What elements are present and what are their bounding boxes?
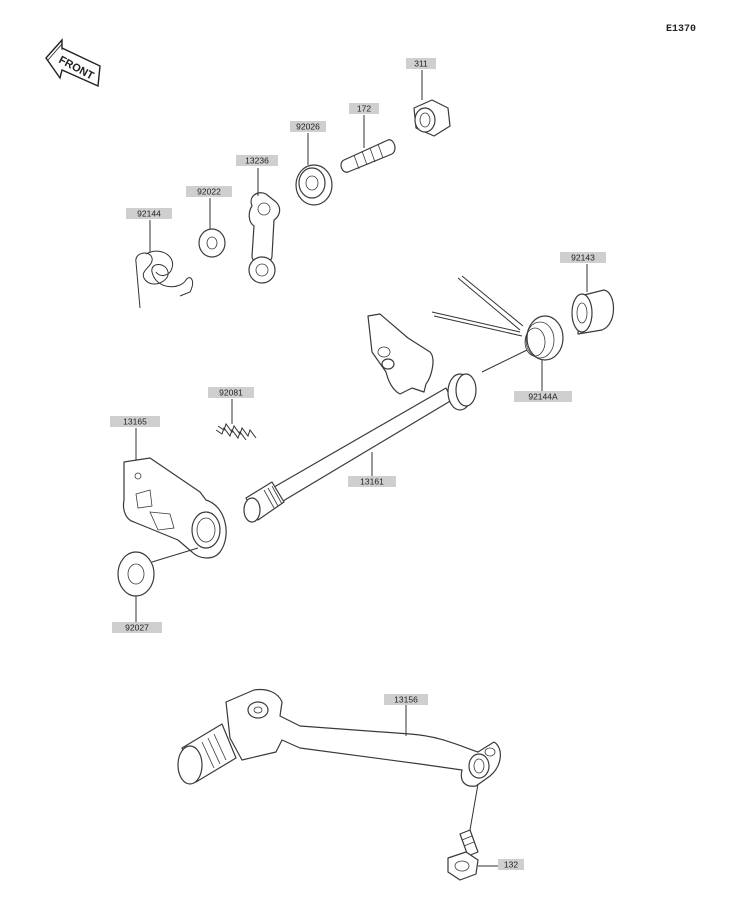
label-92081: 92081 [219,388,243,398]
part-92027-washer[interactable] [117,551,155,597]
label-92143: 92143 [571,253,595,263]
label-13165: 13165 [123,417,147,427]
part-132-bolt[interactable] [447,829,479,881]
label-13236: 13236 [245,156,269,166]
label-132: 132 [504,860,518,870]
part-92144A-spring[interactable] [431,275,564,361]
diagram-code: E1370 [666,24,697,35]
front-arrow-icon: FRONT [45,38,101,88]
part-13161-shift-shaft[interactable] [243,313,477,523]
label-172: 172 [357,104,371,114]
part-92022-washer[interactable] [198,228,226,258]
part-92143-bushing[interactable] [571,289,615,335]
label-13156: 13156 [394,695,418,705]
part-13236-arm[interactable] [248,192,281,284]
part-311-nut[interactable] [413,99,451,137]
label-92026: 92026 [296,122,320,132]
part-172-stud[interactable] [340,139,396,173]
part-92026-collar[interactable] [295,164,333,206]
part-13156-shift-pedal[interactable] [177,688,501,787]
label-92144A: 92144A [528,392,558,402]
label-92022: 92022 [197,187,221,197]
label-311: 311 [414,59,428,69]
part-92081-spring[interactable] [215,422,257,441]
label-92144: 92144 [137,209,161,219]
label-92027: 92027 [125,623,149,633]
label-13161: 13161 [360,477,384,487]
part-92144-spring[interactable] [135,250,193,309]
part-13165-plate[interactable] [122,457,227,559]
